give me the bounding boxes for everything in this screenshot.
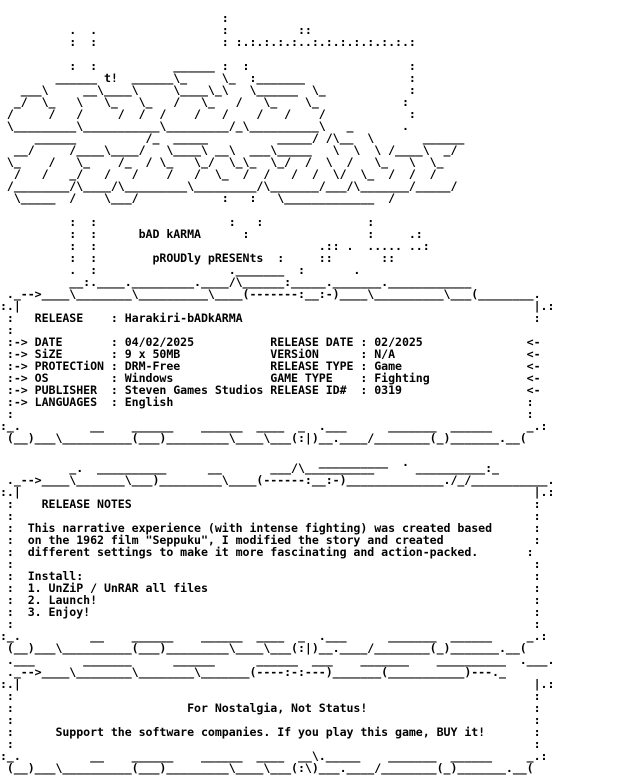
nfo-line: :.| |.: — [0, 677, 555, 691]
nfo-line: :_. __ ______ ______ ____ _ .___ _______… — [0, 419, 548, 433]
nfo-line: (__)___\__________(___)_________\____\__… — [0, 641, 527, 655]
nfo-line: _. __________ __ ___/\__________ _______… — [0, 461, 499, 475]
nfo-line: : 3. Enjoy! : — [0, 605, 541, 619]
nfo-line: : : — [0, 557, 541, 571]
nfo-line: :-> OS : Windows GAME TYPE : Fighting <- — [0, 371, 541, 385]
nfo-line: : For Nostalgia, Not Status! : — [0, 701, 541, 715]
nfo-line: ______ t! ______\_ \_ :_______ : — [0, 71, 416, 85]
nfo-line: : : ______ : : : — [0, 59, 416, 73]
nfo-line: : : — [0, 407, 534, 421]
nfo-line: : 1. UnZiP / UnRAR all files : — [0, 581, 541, 595]
nfo-line: :-> PUBLISHER : Steven Games Studios REL… — [0, 383, 541, 397]
nfo-line: :-> SiZE : 9 x 50MB VERSiON : N/A <- — [0, 347, 541, 361]
nfo-line: : on the 1962 film "Seppuku", I modified… — [0, 533, 541, 547]
nfo-line: (__)___\__________(___)_________\____\__… — [0, 431, 527, 445]
nfo-line: : Support the software companies. If you… — [0, 725, 541, 739]
nfo-line: / / _/ / / / / \_ / / / / \/ \_ / / / — [0, 167, 437, 181]
nfo-line: : — [0, 323, 14, 337]
nfo-line: .___ _______ ______ ______ ___ _______ _… — [0, 653, 555, 667]
nfo-line: : — [0, 11, 229, 25]
nfo-line: \_ / \_ /_ / \_ \_/ \_\_ \_/ / \ / \_ \ … — [0, 155, 444, 169]
nfo-line: ._-->____\_______\___)_________\____(---… — [0, 473, 555, 487]
nfo-line: : : — [0, 713, 541, 727]
nfo-line: ._-->____\________\__________\____(-----… — [0, 287, 541, 301]
nfo-line: : : .:: . ..... ..: — [0, 239, 430, 253]
nfo-line: __________ . — [0, 455, 409, 469]
nfo-line: :-> DATE : 04/02/2025 RELEASE DATE : 02/… — [0, 335, 541, 349]
nfo-line: (__)___\__________(___)_________\____\__… — [0, 761, 534, 775]
nfo-line: : 2. Launch! : — [0, 593, 541, 607]
nfo-line: :-> LANGUAGES : English : — [0, 395, 534, 409]
nfo-line: \_________\___________\_________/_\_____… — [0, 119, 409, 133]
nfo-line: :_. __ ______ ______ ____ __\._____ ____… — [0, 749, 548, 763]
nfo-line: : : — [0, 689, 541, 703]
nfo-line: : different settings to make it more fas… — [0, 545, 534, 559]
nfo-line: : : : :.:.:.:.:..:.:.:.:.:.:.:.: — [0, 35, 416, 49]
nfo-line: :.| |.: — [0, 299, 555, 313]
nfo-line: :-> PROTECTiON : DRM-Free RELEASE TYPE :… — [0, 359, 541, 373]
nfo-line: : : : : : — [0, 215, 375, 229]
nfo-line: __/ /____\____/ \____\ __\ ___\_____ \ \… — [0, 143, 458, 157]
nfo-line: : : — [0, 509, 541, 523]
nfo-line: / / / / / / / / / / / : — [0, 107, 416, 121]
nfo-line: : RELEASE : Harakiri-bADkARMA : — [0, 311, 541, 325]
nfo-line: : This narrative experience (with intens… — [0, 521, 541, 535]
nfo-line: . : ._______ : . — [0, 263, 361, 277]
nfo-line: __:.____._________.____/\______:_____.__… — [0, 275, 472, 289]
nfo-line: . . : :: — [0, 23, 312, 37]
nfo-line: :.| |.: — [0, 485, 555, 499]
nfo-line: : : — [0, 737, 541, 751]
nfo-line: : : — [0, 617, 541, 631]
nfo-line: :_. __ ______ ______ ____ _ .___ _______… — [0, 629, 548, 643]
nfo-line: ___\ __\____\ \____\_\ \______ \_ : — [0, 83, 416, 97]
nfo-line: /________/\____/\_________\_________/\__… — [0, 179, 458, 193]
nfo-line: : : pROUDly pRESENts : :: :: — [0, 251, 396, 265]
nfo-line: ._-->____\________\________\_______(----… — [0, 665, 506, 679]
nfo-line: : : bAD kARMA : : .: — [0, 227, 423, 241]
nfo-line: \_____ / \___/ : : \_____________ / — [0, 191, 396, 205]
nfo-line: _/ \_ \ \_ \_ / \_ / \_ \_ : — [0, 95, 409, 109]
nfo-line: : Install: : — [0, 569, 541, 583]
nfo-line: : RELEASE NOTES : — [0, 497, 541, 511]
nfo-line: ______ /_ _____ _____/ /\__ \ ______ — [0, 131, 465, 145]
